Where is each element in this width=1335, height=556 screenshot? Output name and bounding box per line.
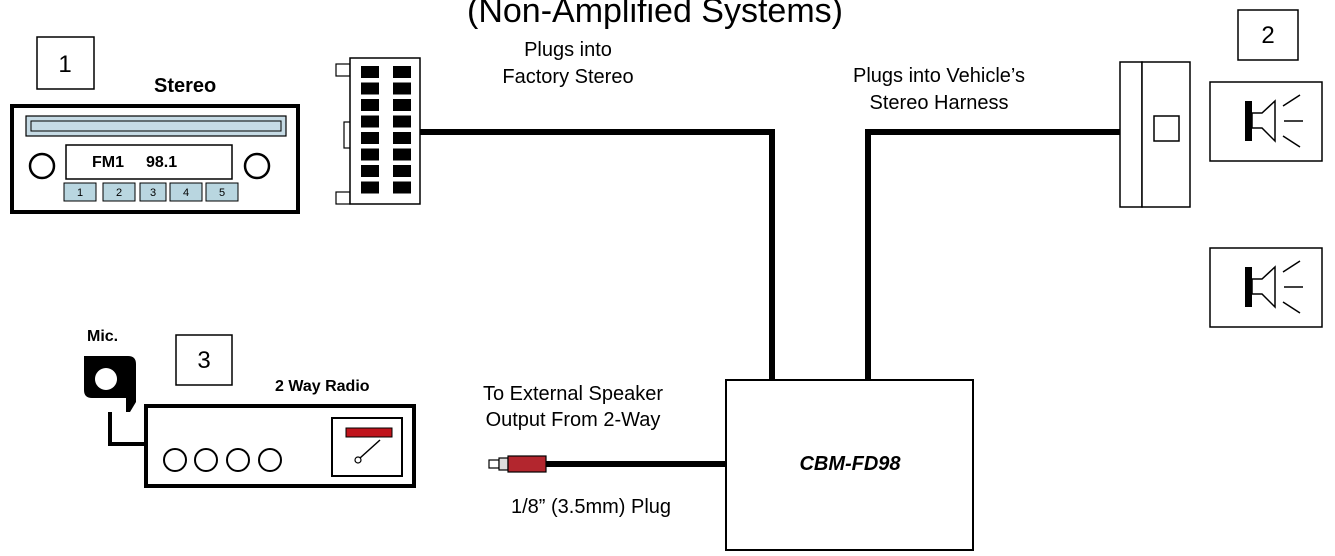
- cbm-module: CBM-FD98: [725, 379, 974, 551]
- audio-plug: [488, 455, 547, 473]
- connector-pin: [361, 165, 379, 177]
- module-name: CBM-FD98: [799, 453, 901, 475]
- speaker-2: [1209, 247, 1323, 328]
- preset-3: 3: [150, 187, 156, 199]
- stereo-cd-slot: [25, 115, 287, 137]
- callout-1: 1: [36, 36, 95, 90]
- speaker-1: [1209, 81, 1323, 162]
- radio-knob: [194, 448, 218, 472]
- callout-3-number: 3: [197, 347, 210, 374]
- callout-2: 2: [1237, 9, 1299, 61]
- connector-pin: [361, 66, 379, 78]
- connector-pin: [393, 181, 411, 194]
- callout-2-number: 2: [1261, 22, 1274, 49]
- callout-1-number: 1: [58, 51, 71, 78]
- connector-pin: [361, 148, 379, 161]
- stereo-frequency: 98.1: [146, 154, 177, 171]
- connector-pin: [361, 115, 379, 128]
- wires: [420, 129, 1120, 467]
- connector-pin: [393, 82, 411, 95]
- preset-5: 5: [219, 187, 225, 199]
- connector-pin: [393, 165, 411, 177]
- factory-label-line2: Factory Stereo: [502, 66, 633, 88]
- connector-pin: [393, 132, 411, 144]
- connector-pin: [393, 99, 411, 111]
- factory-label-line1: Plugs into: [524, 39, 612, 61]
- factory-stereo: FM1 98.1 1 2 3 4 5: [10, 104, 300, 214]
- preset-1: 1: [77, 187, 83, 199]
- wire-vehicle-harness: [865, 129, 1120, 380]
- radio-knob: [226, 448, 250, 472]
- speaker-icon: [1245, 260, 1303, 314]
- connector-pins: [361, 66, 411, 194]
- callout-3: 3: [175, 334, 233, 386]
- two-way-radio: [144, 404, 416, 488]
- radio-meter: [331, 417, 403, 477]
- connector-pin: [361, 132, 379, 144]
- mic-label: Mic.: [87, 328, 118, 345]
- external-label-line1: To External Speaker: [483, 383, 663, 405]
- radio-knob: [258, 448, 282, 472]
- stereo-left-knob: [28, 152, 56, 180]
- stereo-right-knob: [243, 152, 271, 180]
- stereo-display: [65, 144, 233, 180]
- factory-plug-connector: [335, 57, 421, 205]
- stereo-band: FM1: [92, 154, 124, 171]
- plug-label: 1/8” (3.5mm) Plug: [511, 496, 671, 518]
- connector-pin: [393, 66, 411, 78]
- connector-pin: [361, 181, 379, 194]
- radio-knob: [163, 448, 187, 472]
- preset-4: 4: [183, 187, 189, 199]
- connector-pin: [393, 115, 411, 128]
- stereo-label: Stereo: [154, 75, 216, 97]
- vehicle-harness-connector: [1119, 61, 1191, 208]
- external-label-line2: Output From 2-Way: [486, 409, 661, 431]
- connector-pin: [361, 82, 379, 95]
- stereo-presets: 1 2 3 4 5: [63, 182, 239, 202]
- diagram-title: (Non-Amplified Systems): [467, 0, 843, 30]
- vehicle-label-line1: Plugs into Vehicle’s: [853, 65, 1025, 87]
- speaker-icon: [1245, 94, 1303, 148]
- microphone: [84, 356, 146, 446]
- wire-factory-stereo: [420, 129, 775, 380]
- connector-pin: [361, 99, 379, 111]
- radio-label: 2 Way Radio: [275, 378, 370, 395]
- connector-pin: [393, 148, 411, 161]
- preset-2: 2: [116, 187, 122, 199]
- vehicle-label-line2: Stereo Harness: [870, 92, 1009, 114]
